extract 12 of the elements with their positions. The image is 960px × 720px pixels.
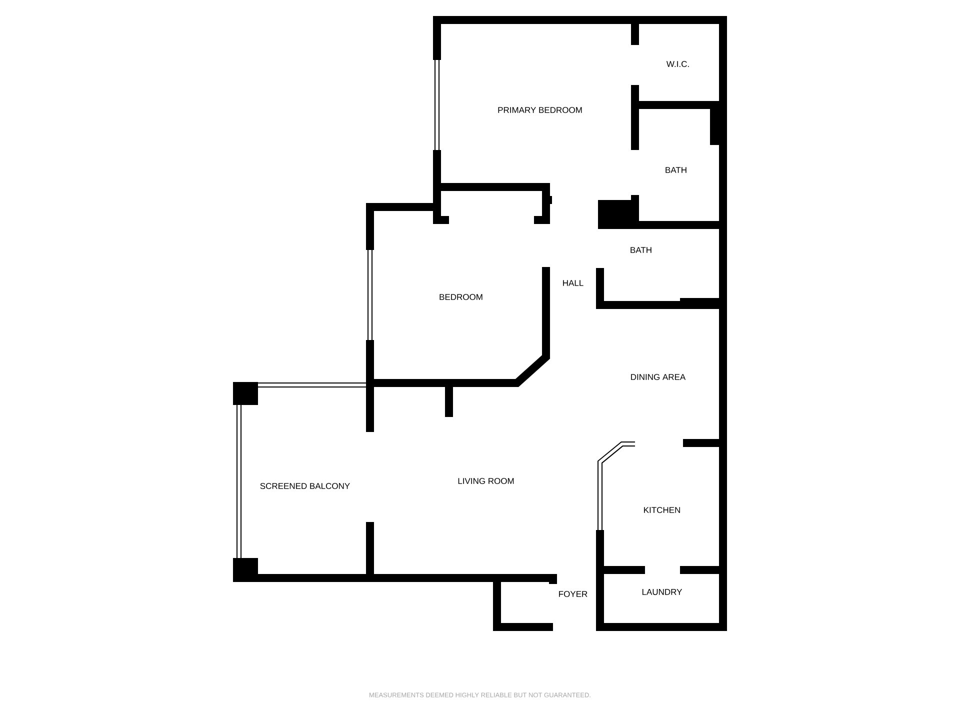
room-label: PRIMARY BEDROOM — [498, 107, 582, 113]
room-label: W.I.C. — [666, 61, 689, 67]
room-label: KITCHEN — [644, 507, 680, 513]
room-label: LAUNDRY — [642, 589, 682, 595]
room-label: BATH — [666, 167, 686, 173]
room-label: BATH — [630, 247, 652, 253]
room-label: BEDROOM — [440, 294, 482, 300]
room-label: FOYER — [559, 591, 588, 598]
room-label: LIVING ROOM — [458, 478, 514, 484]
room-label: SCREENED BALCONY — [260, 483, 350, 489]
room-label: DINING AREA — [631, 374, 686, 380]
room-label: HALL — [563, 280, 584, 286]
